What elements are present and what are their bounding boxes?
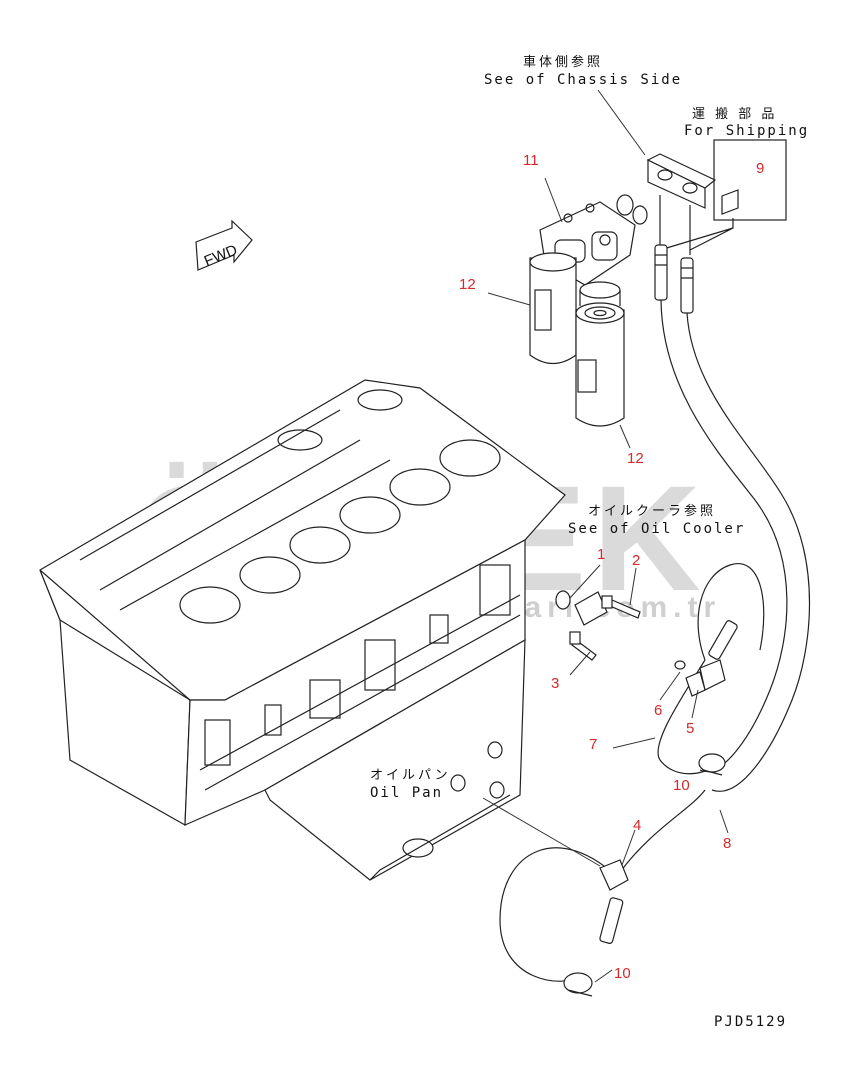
callout-3: 3: [551, 675, 559, 692]
gaskets: [616, 194, 648, 225]
chassis-label-en: See of Chassis Side: [484, 72, 682, 88]
chassis-flange: [646, 153, 717, 255]
hose-middle: [657, 563, 765, 775]
filter-cartridge-right: [575, 281, 625, 427]
annotation-labels: 車体側参照 See of Chassis Side 運 搬 部 品 For Sh…: [370, 54, 809, 1030]
bolt-part-3: [569, 631, 597, 661]
fitting-part-6: [674, 660, 706, 697]
callout-8: 8: [723, 835, 731, 852]
hose-lower: [499, 789, 706, 982]
callout-10-lower: 10: [614, 965, 631, 982]
oil-cooler-label-jp: オイルクーラ参照: [588, 503, 716, 519]
callout-11: 11: [523, 152, 539, 169]
oil-cooler-label-en: See of Oil Cooler: [568, 521, 745, 537]
callout-4: 4: [633, 817, 641, 834]
callout-7: 7: [589, 736, 597, 753]
leader-lines: [482, 89, 729, 983]
hose-clamp-upper: [698, 753, 726, 776]
callout-12-upper: 12: [459, 276, 476, 293]
oil-pan: [264, 638, 526, 881]
filter-cartridge-left: [529, 252, 577, 365]
callout-10-upper: 10: [673, 777, 690, 794]
hose-fittings-top: [654, 244, 694, 314]
shipping-parts-box: [659, 139, 787, 251]
hose-long: [660, 299, 811, 792]
block-side-details: [199, 564, 521, 791]
shipping-label-jp: 運 搬 部 品: [692, 107, 777, 122]
callout-12-lower: 12: [627, 450, 644, 467]
oil-pan-label-en: Oil Pan: [370, 785, 443, 801]
shipping-label-en: For Shipping: [684, 123, 809, 139]
fwd-arrow: FWD: [195, 219, 253, 271]
bolt-part-2: [601, 595, 641, 619]
oil-pan-label-jp: オイルパン: [370, 768, 451, 783]
callout-2: 2: [632, 552, 640, 569]
callout-5: 5: [686, 720, 694, 737]
callout-6: 6: [654, 702, 662, 719]
drawing-code: PJD5129: [714, 1014, 787, 1030]
callout-9: 9: [756, 160, 764, 177]
gasket-part-1: [555, 590, 608, 626]
engine-block: [39, 379, 566, 881]
callout-1: 1: [597, 546, 605, 563]
hose-clamp-lower: [563, 972, 593, 997]
callout-numbers: 11 9 12 12 1 2 3 6 5 7 10 4 8 10: [459, 152, 764, 982]
cylinder-bores: [179, 389, 501, 624]
chassis-label-jp: 車体側参照: [523, 54, 603, 70]
